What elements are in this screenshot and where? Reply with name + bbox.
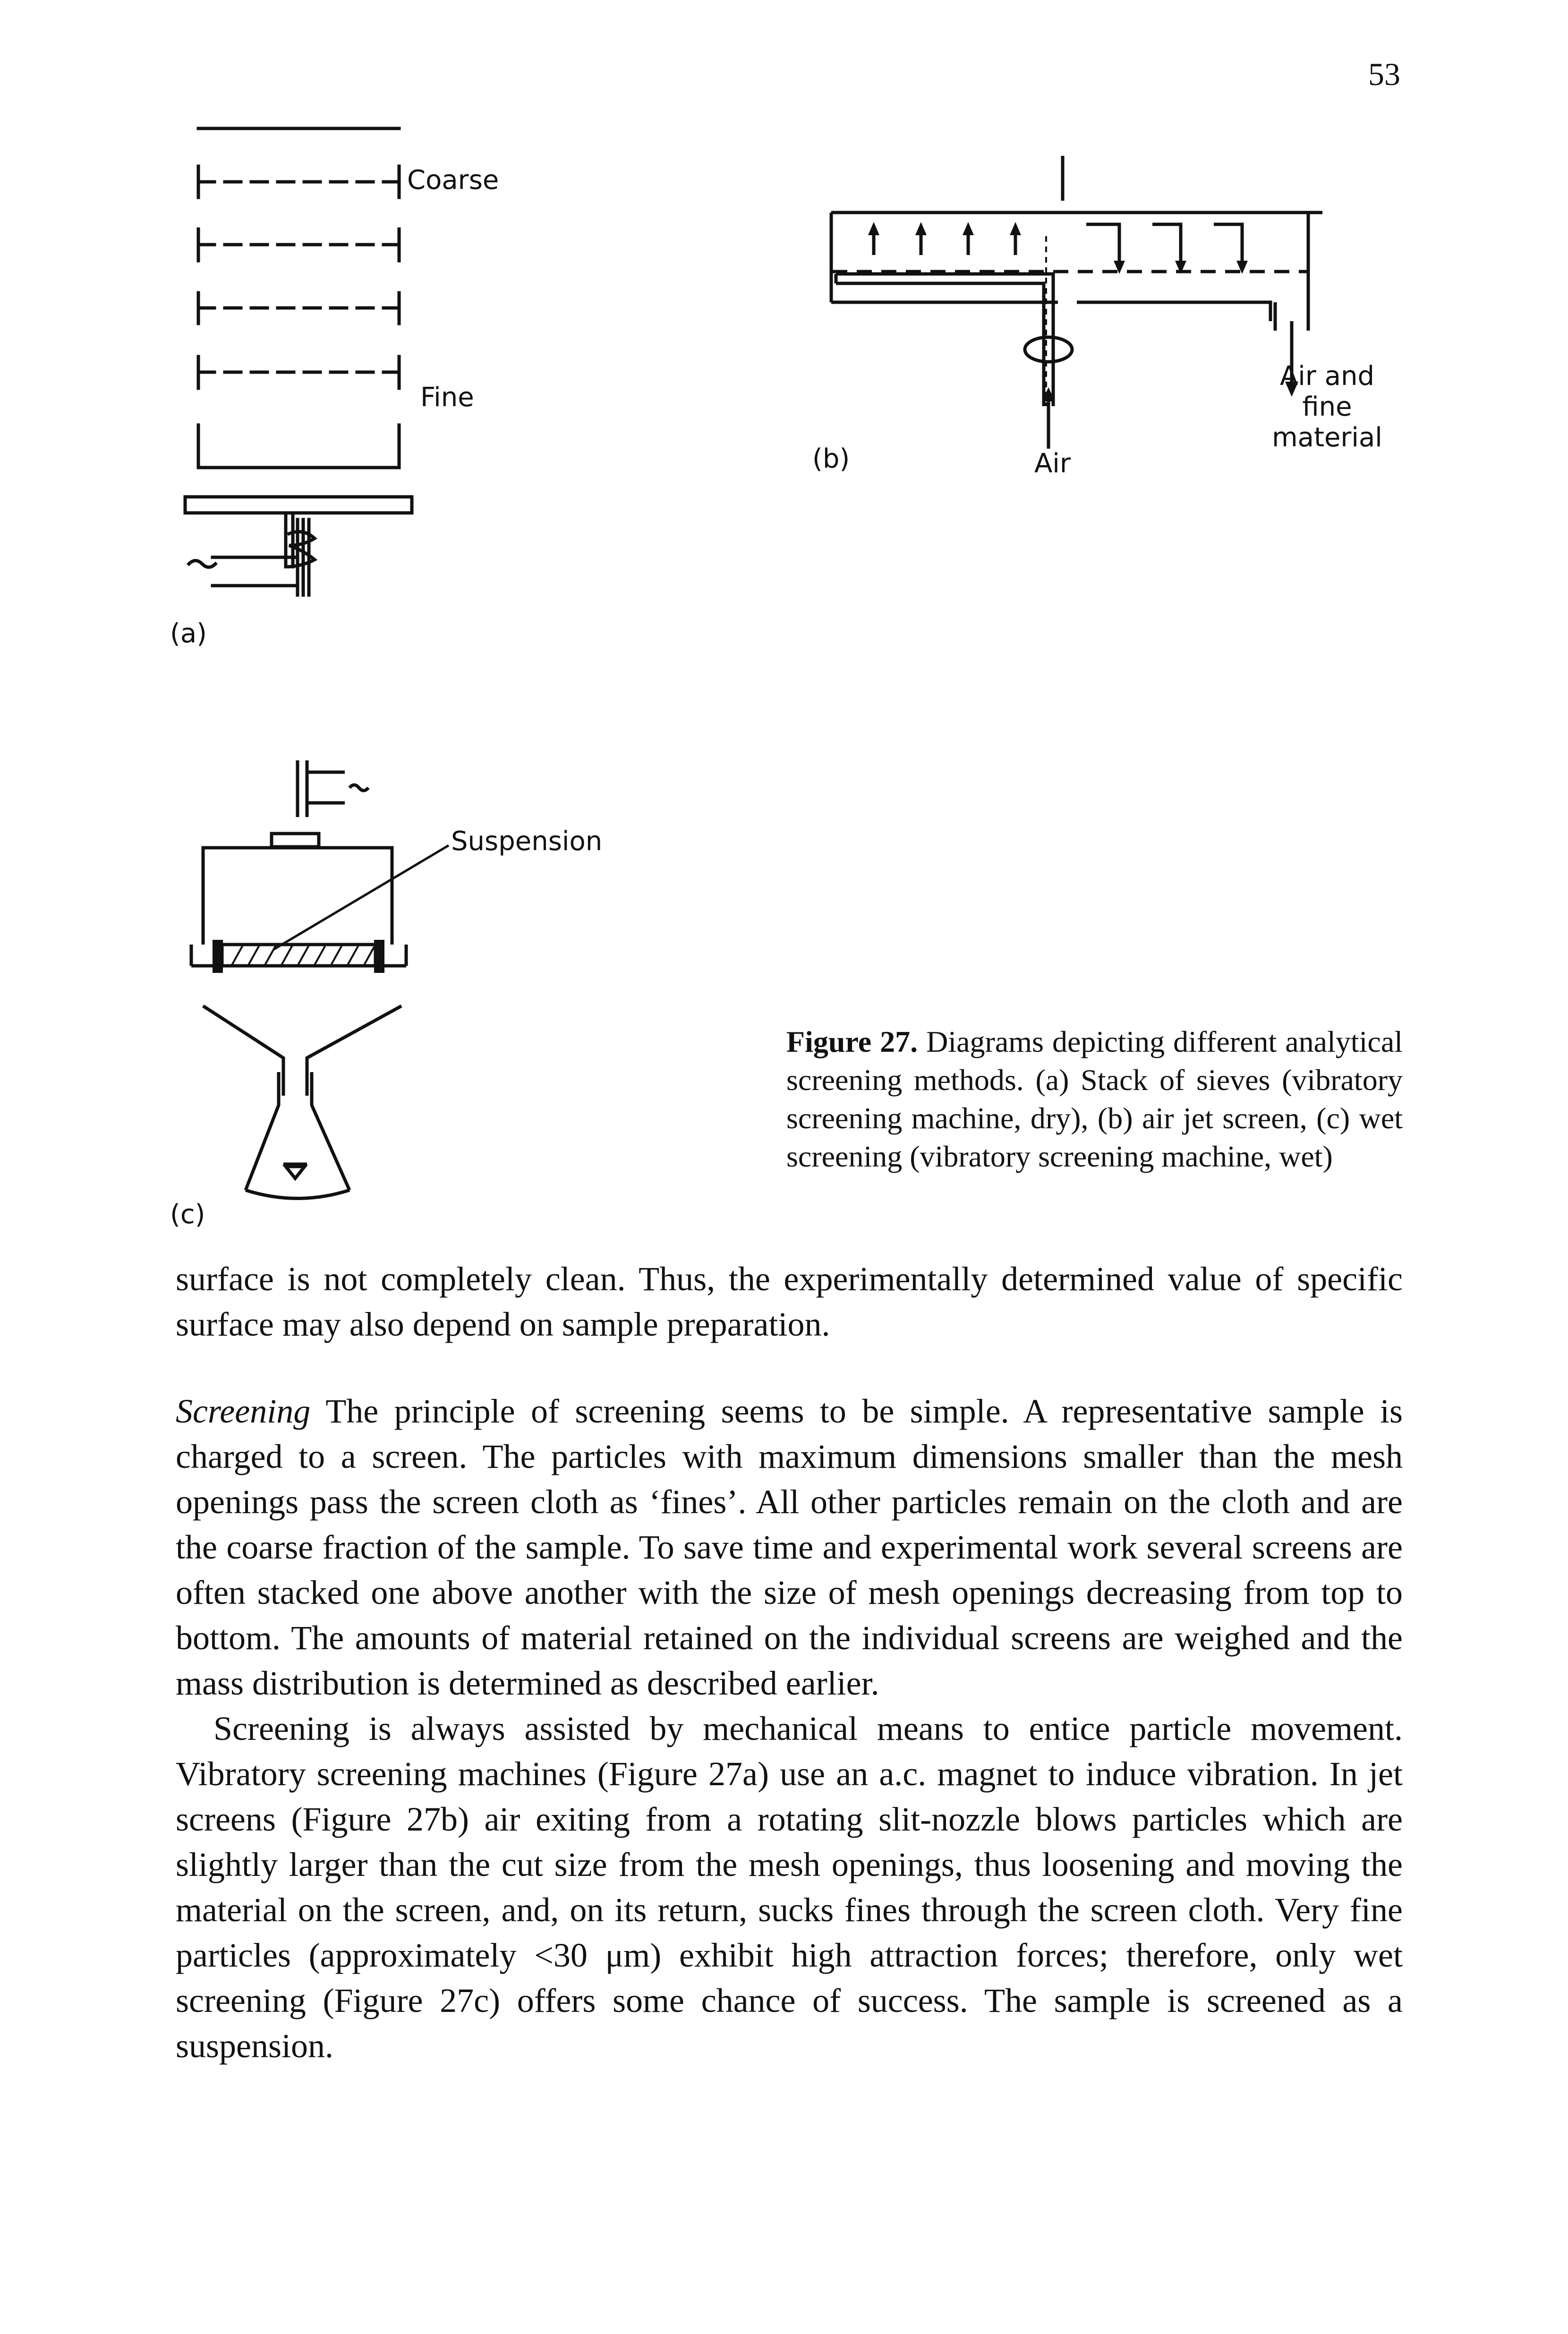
fine-label: Fine [420,382,474,413]
air-and-fine-label-line3: material [1272,422,1382,453]
suspension-label: Suspension [451,826,602,857]
body-text: surface is not completely clean. Thus, t… [176,1256,1403,2069]
air-and-fine-label-line1: Air and [1280,361,1374,392]
section-heading-screening: Screening [176,1392,311,1430]
panel-b-label: (b) [812,443,850,474]
paragraph-2: Screening The principle of screening see… [176,1388,1403,1706]
paragraph-3: Screening is always assisted by mechanic… [176,1710,1403,2065]
figure-caption: Figure 27. Diagrams depicting different … [786,1022,1403,1176]
figure-27a-sieve-stack: Coarse Fine (a) [170,127,499,649]
air-label: Air [1034,448,1071,479]
air-and-fine-label-line2: fine [1302,392,1352,422]
coarse-label: Coarse [407,165,499,196]
caption-heading: Figure 27. [786,1025,918,1058]
figure-27b-air-jet-screen: (b) Air Air and fine material [812,156,1382,479]
paragraph-2-text: The principle of screening seems to be s… [176,1392,1403,1702]
panel-c-label: (c) [170,1199,205,1230]
caption-text: Diagrams depicting different analytical … [786,1025,1403,1173]
page-number: 53 [1368,56,1400,92]
figure-27c-wet-screening: Suspension (c) [170,760,602,1230]
panel-a-label: (a) [170,618,207,649]
paragraph-1: surface is not completely clean. Thus, t… [176,1260,1403,1343]
